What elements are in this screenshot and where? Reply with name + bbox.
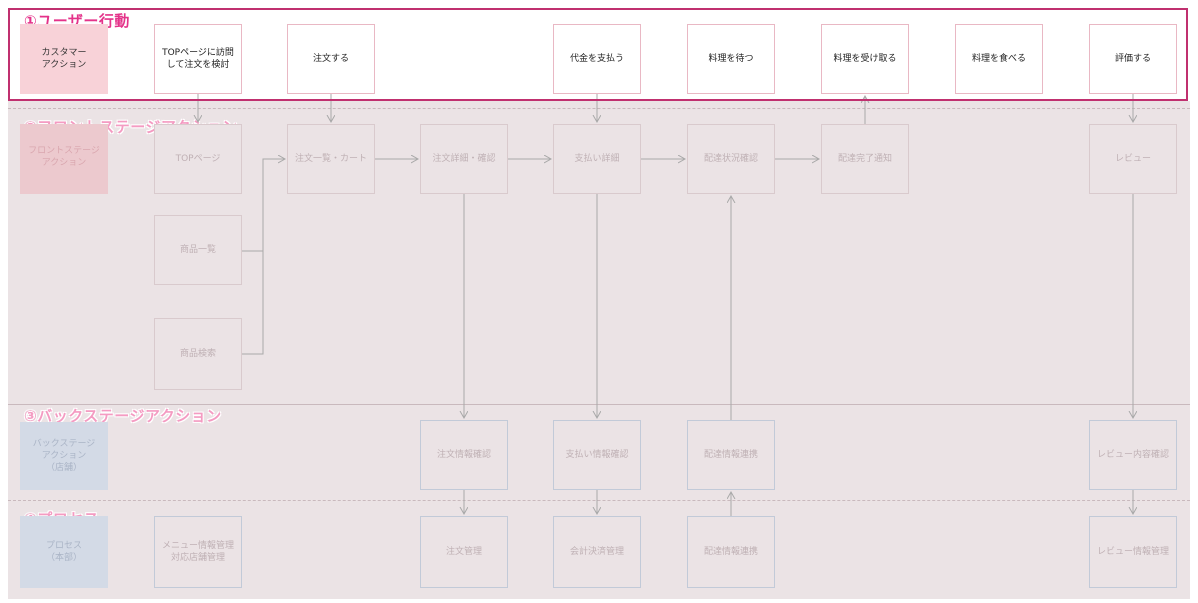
process-settlement: 会計決済管理	[553, 516, 641, 588]
lane-label-back: バックステージ アクション （店舗）	[20, 422, 108, 490]
process-delivery: 配達情報連携	[687, 516, 775, 588]
user-action-pay: 代金を支払う	[553, 24, 641, 94]
lane-label-user: カスタマー アクション	[20, 24, 108, 94]
back-review-check: レビュー内容確認	[1089, 420, 1177, 490]
process-order: 注文管理	[420, 516, 508, 588]
lane-label-front: フロントステージ アクション	[20, 124, 108, 194]
user-action-order: 注文する	[287, 24, 375, 94]
lane-label-process: プロセス （本部）	[20, 516, 108, 588]
front-top-page: TOPページ	[154, 124, 242, 194]
back-order-check: 注文情報確認	[420, 420, 508, 490]
user-action-review: 評価する	[1089, 24, 1177, 94]
front-delivery-status: 配達状況確認	[687, 124, 775, 194]
lane-separator-back	[8, 404, 1190, 405]
front-product-list: 商品一覧	[154, 215, 242, 285]
user-action-visit-top: TOPページに訪問 して注文を検討	[154, 24, 242, 94]
front-review: レビュー	[1089, 124, 1177, 194]
arrow-list-search-to-cart	[242, 159, 285, 252]
lane-title-back: ③バックステージアクション	[24, 407, 222, 425]
front-delivery-done: 配達完了通知	[821, 124, 909, 194]
user-action-wait: 料理を待つ	[687, 24, 775, 94]
user-action-receive: 料理を受け取る	[821, 24, 909, 94]
line-search-connector	[242, 251, 264, 355]
lane-separator-front	[8, 108, 1190, 109]
user-action-eat: 料理を食べる	[955, 24, 1043, 94]
front-cart: 注文一覧・カート	[287, 124, 375, 194]
front-product-search: 商品検索	[154, 318, 242, 390]
front-payment-detail: 支払い詳細	[553, 124, 641, 194]
lane-separator-process	[8, 500, 1190, 501]
front-order-detail: 注文詳細・確認	[420, 124, 508, 194]
process-review: レビュー情報管理	[1089, 516, 1177, 588]
back-delivery-link: 配達情報連携	[687, 420, 775, 490]
user-lane-highlight	[8, 8, 1188, 101]
back-payment-check: 支払い情報確認	[553, 420, 641, 490]
process-menu: メニュー情報管理 対応店舗管理	[154, 516, 242, 588]
